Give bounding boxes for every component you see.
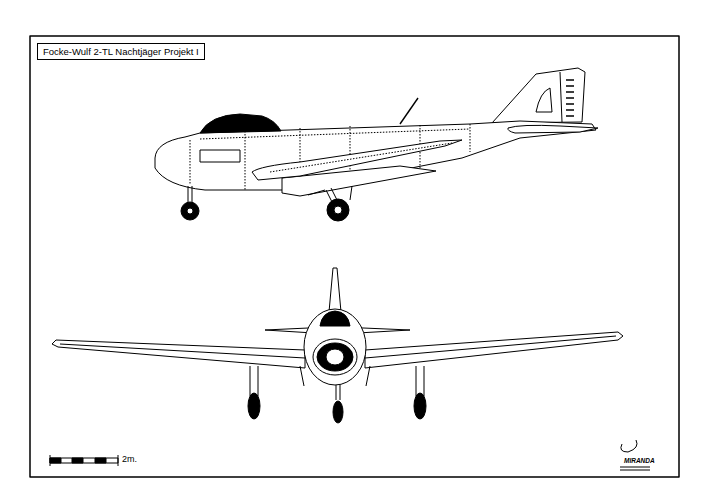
scale-label: 2m. bbox=[122, 455, 137, 465]
sheet-frame bbox=[30, 36, 679, 477]
title-box: Focke-Wulf 2-TL Nachtjäger Projekt I bbox=[37, 43, 205, 60]
front-view bbox=[52, 268, 623, 423]
signature-text: MIRANDA bbox=[624, 457, 655, 464]
signature-mark bbox=[620, 440, 650, 470]
side-view bbox=[155, 68, 598, 221]
scale-bar bbox=[50, 455, 118, 466]
title-text: Focke-Wulf 2-TL Nachtjäger Projekt I bbox=[43, 46, 199, 57]
